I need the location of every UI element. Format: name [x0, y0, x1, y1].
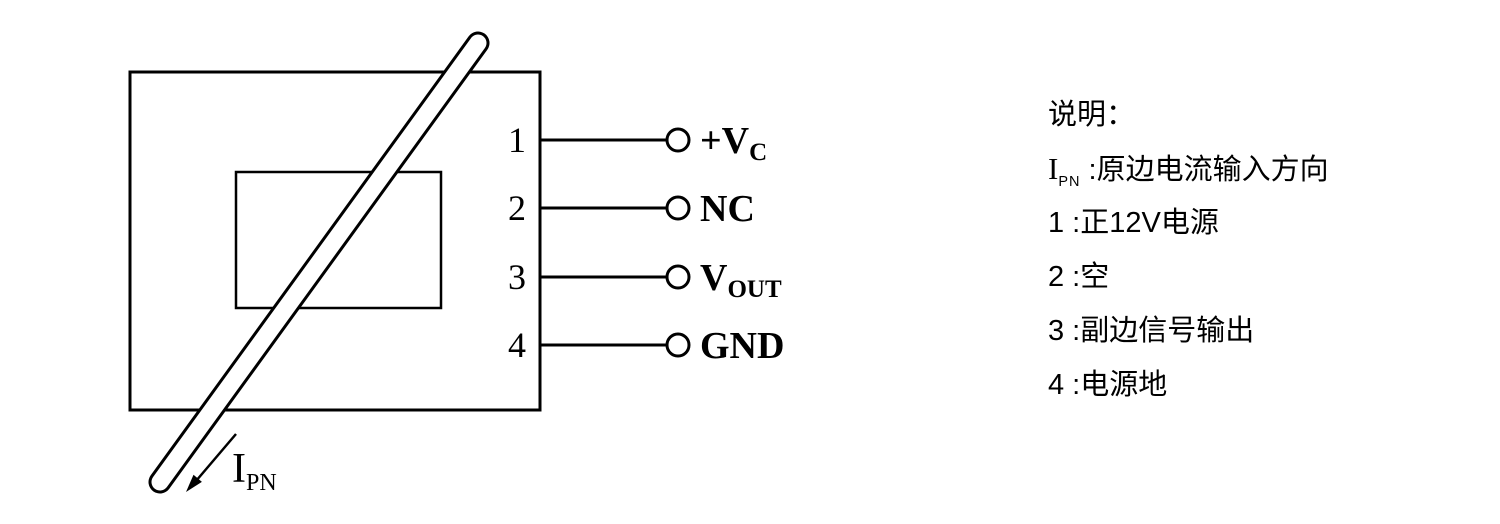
legend-ipn-line: IPN :原边电流输入方向: [1048, 142, 1329, 196]
conductor-core: [151, 34, 487, 491]
current-direction-arrow: [186, 433, 237, 492]
legend-ipn-symbol: I: [1048, 151, 1059, 186]
pin-2-label: NC: [700, 188, 755, 230]
pin-1-label: +VC: [700, 120, 767, 166]
pin-1-number: 1: [508, 120, 526, 160]
pin-2-number: 2: [508, 188, 526, 228]
arrow-head: [186, 474, 202, 492]
pin-3-number: 3: [508, 257, 526, 297]
legend-item-2: 2 :空: [1048, 261, 1110, 293]
legend-ipn-text: :原边电流输入方向: [1080, 154, 1329, 186]
sensor-diagram: 1 2 3 4 +VC NC VOUT GND: [128, 31, 784, 496]
legend-ipn-subscript: PN: [1058, 173, 1081, 190]
legend: 说明： IPN :原边电流输入方向 1 :正12V电源 2 :空 3 :副边信号…: [1048, 88, 1329, 412]
legend-item-4: 4 :电源地: [1048, 369, 1168, 401]
pin-2-terminal: [665, 195, 691, 221]
pin-3-terminal: [665, 264, 691, 290]
primary-conductor: [148, 31, 490, 494]
pin-terminals: [665, 127, 691, 358]
pin-numbers: 1 2 3 4: [508, 120, 526, 365]
legend-title: 说明：: [1048, 99, 1136, 131]
pin-1-terminal: [665, 127, 691, 153]
legend-item-1: 1 :正12V电源: [1048, 207, 1219, 239]
pin-4-number: 4: [508, 325, 526, 365]
pin-leads: [540, 138, 667, 347]
legend-item-3: 3 :副边信号输出: [1048, 315, 1255, 347]
arrow-shaft: [195, 433, 237, 482]
pin-3-label: VOUT: [700, 257, 782, 303]
pin-4-label: GND: [700, 325, 784, 367]
primary-current-label: IPN: [232, 446, 277, 496]
pin-labels: +VC NC VOUT GND: [700, 120, 784, 367]
pin-4-terminal: [665, 332, 691, 358]
